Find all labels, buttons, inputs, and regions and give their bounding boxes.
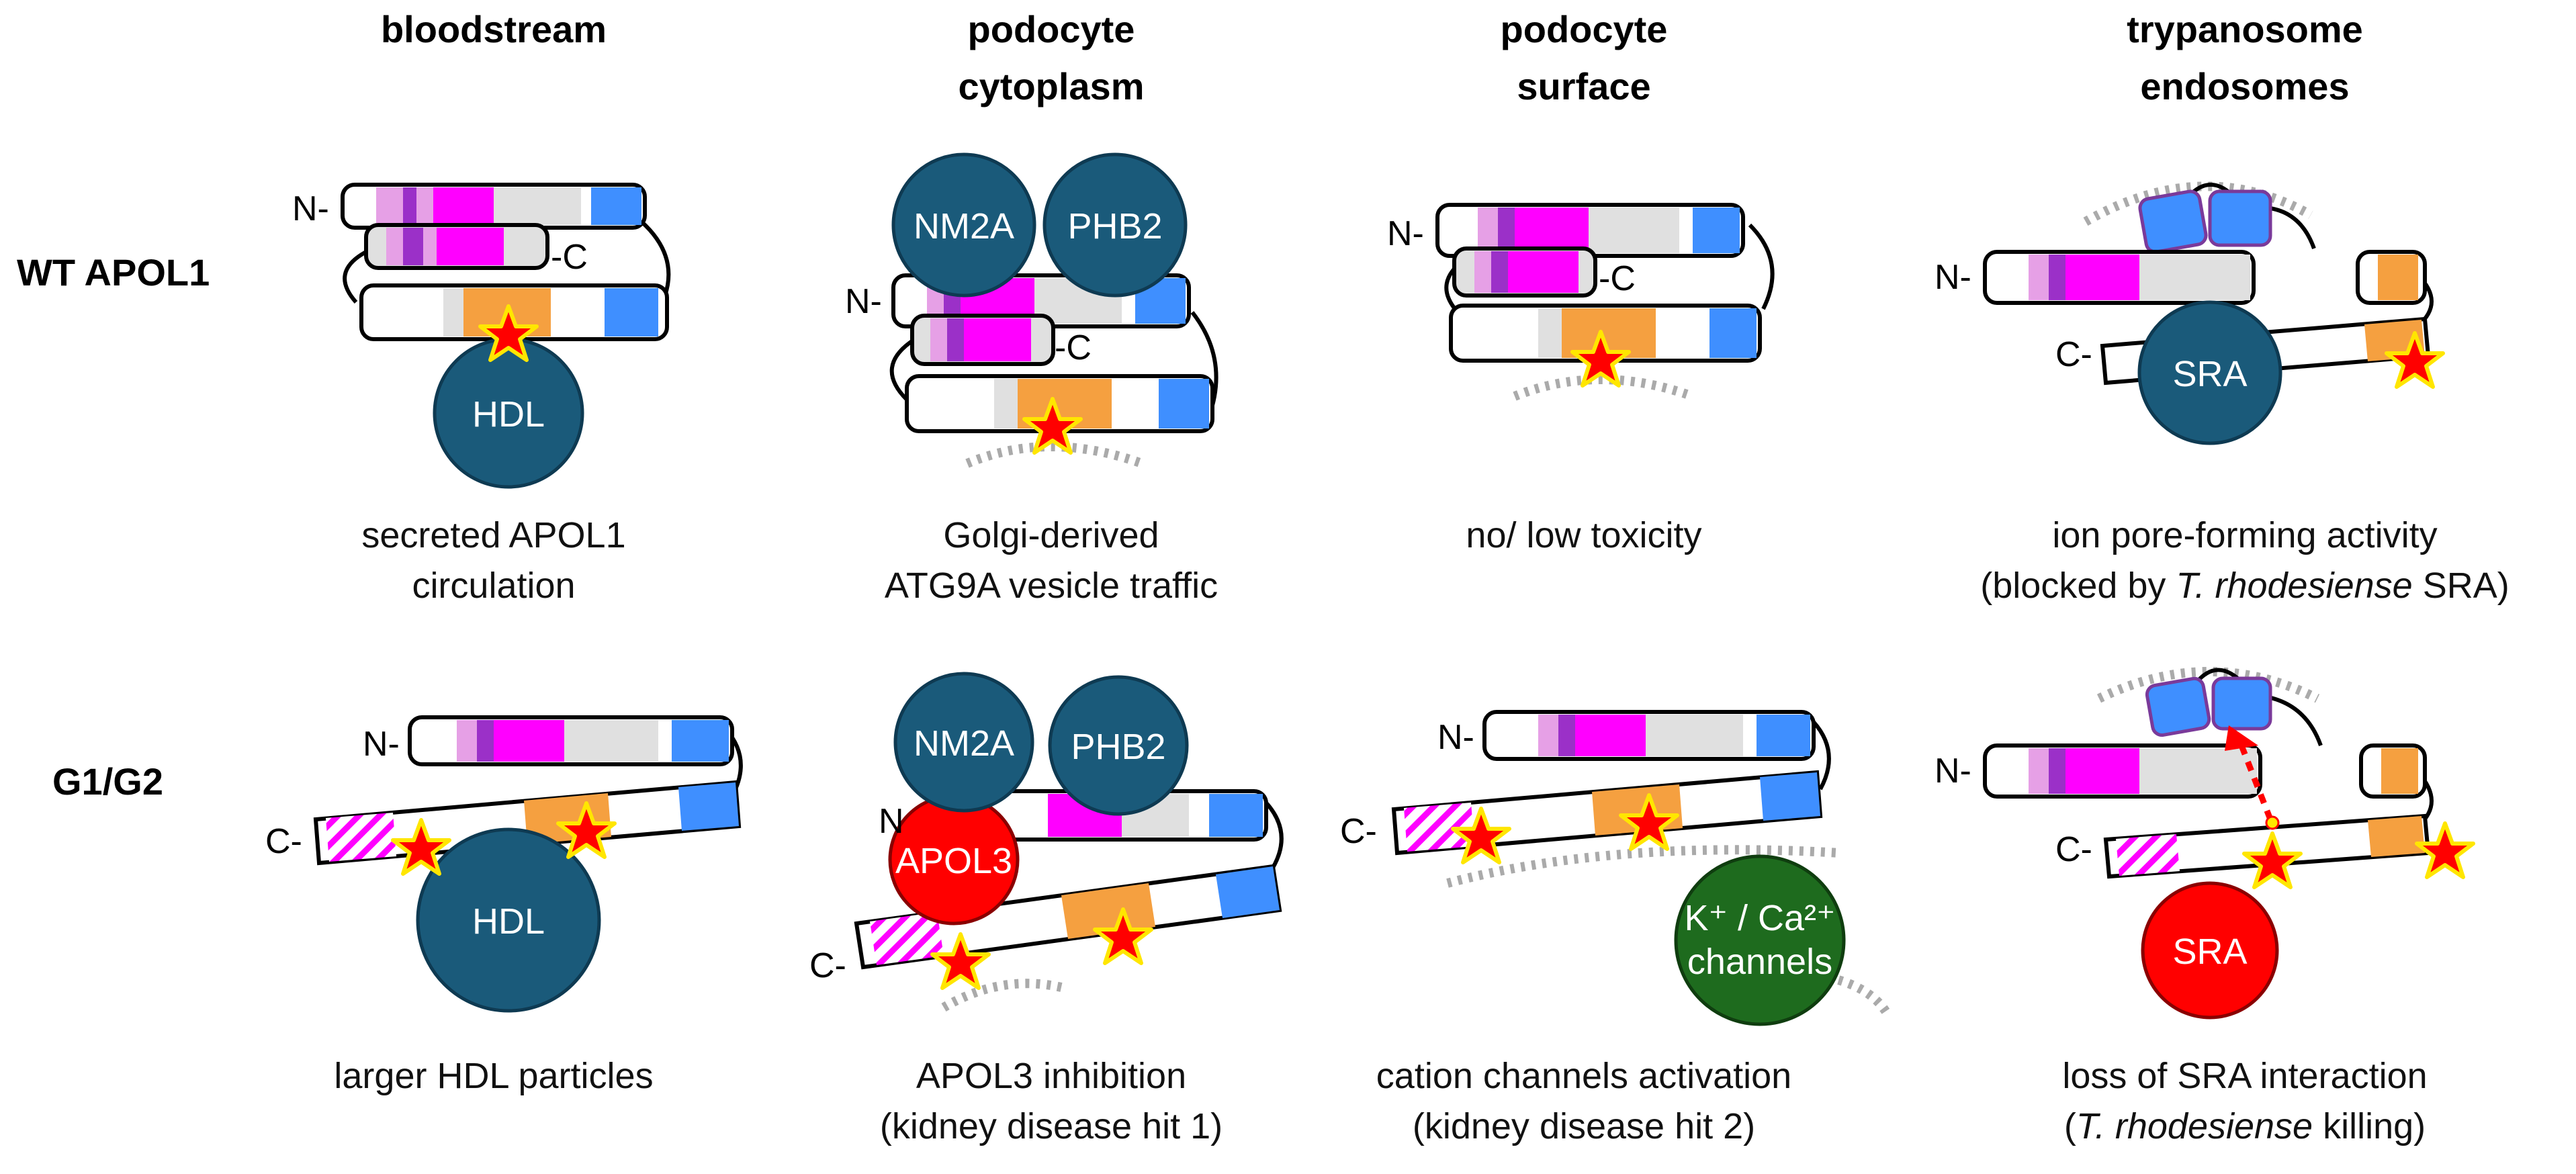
c-terminus: -C: [551, 238, 588, 277]
hdl-label: HDL: [472, 394, 545, 435]
hdl-label: HDL: [472, 901, 545, 942]
caption-g-surface-line1: cation channels activation: [1376, 1056, 1791, 1096]
c-terminus: C-: [1340, 812, 1377, 851]
n-terminus: N-: [1935, 752, 1971, 791]
wt-endosomes-panel: SRA N- C-: [1935, 181, 2443, 445]
caption-wt-endosomes-line1: ion pore-forming activity: [2052, 515, 2437, 555]
header-surface-line2: surface: [1517, 65, 1650, 107]
row-label-g1g2: G1/G2: [52, 760, 163, 803]
header-cytoplasm-line2: cytoplasm: [959, 65, 1145, 107]
phb2-blob: [1042, 152, 1188, 298]
caption-g-cytoplasm-line1: APOL3 inhibition: [916, 1056, 1186, 1096]
n-terminus: N-: [1935, 258, 1971, 297]
caption-wt-cytoplasm-line2: ATG9A vesicle traffic: [885, 566, 1218, 606]
c-terminus: -C: [1055, 328, 1092, 367]
hdl-particle: [416, 827, 601, 1013]
c-terminus: C-: [2055, 335, 2092, 374]
sra-label: SRA: [2172, 932, 2247, 972]
helix: [1482, 710, 1816, 761]
helix: [1983, 250, 2256, 305]
sra-label: SRA: [2172, 354, 2247, 394]
n-terminus: N: [879, 802, 904, 841]
caption-wt-bloodstream-line2: circulation: [412, 566, 575, 606]
channels-label-line1: K⁺ / Ca²⁺: [1684, 898, 1835, 938]
helix: [408, 715, 734, 766]
caption-g-endosomes-line1: loss of SRA interaction: [2062, 1056, 2427, 1096]
nm2a-blob: [893, 672, 1034, 813]
caption-wt-surface: no/ low toxicity: [1466, 515, 1701, 555]
helix: [1452, 246, 1597, 298]
header-bloodstream: bloodstream: [381, 8, 607, 50]
c-terminus: C-: [809, 946, 846, 985]
cation-channels-blob: [1674, 854, 1846, 1026]
caption-g-bloodstream: larger HDL particles: [334, 1056, 653, 1096]
header-endosomes-line1: trypanosome: [2127, 8, 2363, 50]
caption-g-surface-line2: (kidney disease hit 2): [1413, 1106, 1755, 1146]
helix: [1435, 203, 1745, 258]
header-endosomes-line2: endosomes: [2140, 65, 2349, 107]
helix: [1391, 770, 1823, 856]
pore-cylinder: [2145, 676, 2272, 737]
c-terminus: C-: [2055, 830, 2092, 869]
helix: [935, 789, 1268, 842]
nm2a-label: NM2A: [914, 723, 1014, 764]
n-terminus: N-: [845, 282, 882, 321]
wt-bloodstream-panel: HDL N- -C: [292, 183, 671, 489]
g-bloodstream-panel: HDL N- C-: [265, 715, 743, 1013]
n-terminus: N-: [292, 189, 329, 228]
g-surface-panel: K⁺ / Ca²⁺ channels N- C-: [1340, 710, 1892, 1026]
sra-blob: [2141, 881, 2279, 1020]
helix: [1983, 743, 2262, 799]
g-endosomes-panel: SRA N- C-: [1935, 667, 2473, 1020]
header-surface-line1: podocyte: [1501, 8, 1668, 50]
caption-wt-bloodstream-line1: secreted APOL1: [361, 515, 625, 555]
helix: [2356, 250, 2427, 305]
sra-blob: [2137, 300, 2282, 445]
nm2a-blob: [891, 152, 1036, 298]
phb2-label: PHB2: [1071, 727, 1165, 767]
caption-wt-endosomes-line2: (blocked by T. rhodesiense SRA): [1980, 566, 2509, 606]
wt-cytoplasm-panel: NM2A PHB2 N- -C: [845, 152, 1218, 468]
n-terminus: N-: [363, 725, 400, 764]
nm2a-label: NM2A: [914, 206, 1014, 246]
g-cytoplasm-panel: APOL3 NM2A PHB2 N C-: [809, 672, 1284, 1012]
helix: [364, 223, 549, 270]
n-terminus: N-: [1437, 718, 1474, 757]
n-terminus: N-: [1387, 214, 1424, 253]
caption-wt-cytoplasm-line1: Golgi-derived: [943, 515, 1159, 555]
caption-g-endosomes-line2: (T. rhodesiense killing): [2064, 1106, 2426, 1146]
header-cytoplasm-line1: podocyte: [968, 8, 1135, 50]
c-terminus: C-: [265, 822, 302, 861]
caption-g-cytoplasm-line2: (kidney disease hit 1): [880, 1106, 1223, 1146]
channels-label-line2: channels: [1687, 942, 1832, 982]
row-label-wt: WT APOL1: [17, 251, 210, 294]
c-terminus: -C: [1599, 259, 1636, 298]
helix: [2359, 743, 2427, 799]
helix: [910, 314, 1055, 366]
phb2-blob: [1048, 675, 1189, 816]
pore-cylinder: [2138, 189, 2272, 254]
phb2-label: PHB2: [1067, 206, 1162, 246]
apol3-label: APOL3: [895, 841, 1012, 881]
helix: [341, 183, 647, 230]
wt-surface-panel: N- -C: [1387, 203, 1775, 401]
